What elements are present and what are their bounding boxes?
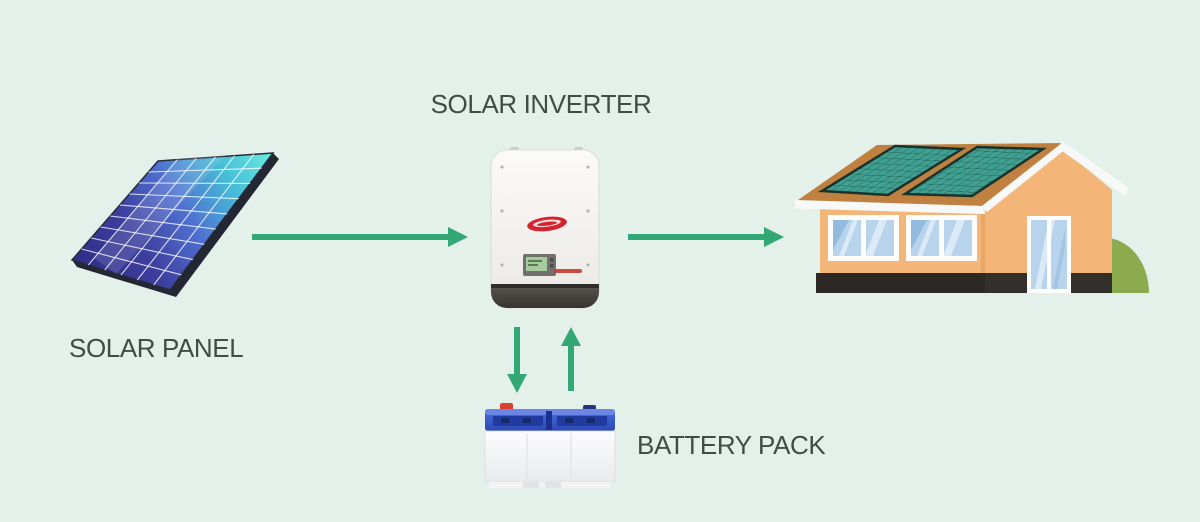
screws <box>500 165 590 267</box>
house-illustration <box>795 141 1149 293</box>
solar-inverter-label: SOLAR INVERTER <box>430 89 652 119</box>
rooftop-panel <box>900 145 1047 198</box>
battery-pack-label: BATTERY PACK <box>637 430 826 460</box>
inverter-display <box>523 254 556 276</box>
battery-pack-illustration <box>484 403 616 488</box>
rooftop-panel <box>817 144 967 197</box>
solar-panel-illustration <box>70 152 279 297</box>
roof-eave-trim <box>795 200 985 214</box>
inverter-base-lip <box>491 284 599 288</box>
model-name-text <box>554 269 582 273</box>
window <box>828 215 899 261</box>
battery-foot <box>489 482 611 488</box>
arrow-battery-to-inverter <box>561 327 581 391</box>
battery-cell-caps <box>493 411 607 430</box>
brand-logo <box>527 216 567 232</box>
panel-sheen <box>94 155 226 274</box>
panel-cell-grid <box>81 153 262 286</box>
door <box>1027 216 1071 293</box>
arrow-inverter-to-house <box>628 227 784 247</box>
gable-trim <box>982 143 1067 212</box>
battery-body <box>484 430 616 483</box>
house-gable-wall <box>985 148 1112 276</box>
bush <box>1103 237 1149 293</box>
window <box>906 215 977 261</box>
arrow-inverter-to-battery <box>507 327 527 393</box>
wall-corner-shade <box>981 214 985 276</box>
roof-right-trim <box>1058 141 1129 196</box>
solar-inverter-illustration <box>490 147 600 309</box>
panel-face <box>70 152 275 291</box>
inverter-base <box>491 284 599 308</box>
solar-panel-label: SOLAR PANEL <box>69 333 244 363</box>
arrow-panel-to-inverter <box>252 227 468 247</box>
